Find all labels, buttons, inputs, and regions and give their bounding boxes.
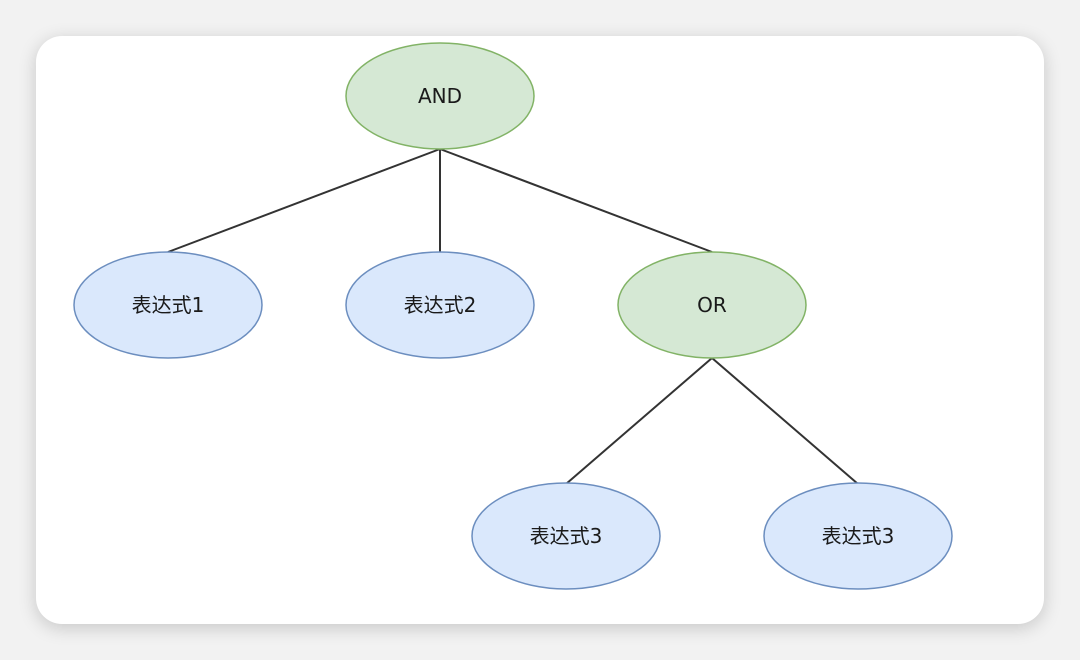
node-expr3a-shape xyxy=(471,482,661,590)
node-expr1[interactable]: 表达式1 xyxy=(73,251,263,359)
node-expr1-label: 表达式1 xyxy=(132,293,205,317)
edge-and-or xyxy=(439,148,713,253)
node-expr1-shape xyxy=(73,251,263,359)
edge-or-expr3b xyxy=(711,357,859,485)
node-expr2-label: 表达式2 xyxy=(404,293,477,317)
node-and-shape xyxy=(345,42,535,150)
node-and-label: AND xyxy=(418,84,462,108)
node-expr3b-shape xyxy=(763,482,953,590)
node-expr2-shape xyxy=(345,251,535,359)
node-expr3b[interactable]: 表达式3 xyxy=(763,482,953,590)
node-expr3b-label: 表达式3 xyxy=(822,524,895,548)
node-expr2[interactable]: 表达式2 xyxy=(345,251,535,359)
node-and[interactable]: AND xyxy=(345,42,535,150)
node-expr3a[interactable]: 表达式3 xyxy=(471,482,661,590)
edges xyxy=(167,148,859,485)
edge-or-expr3a xyxy=(565,357,713,485)
node-or-shape xyxy=(617,251,807,359)
edge-and-expr1 xyxy=(167,148,441,253)
node-or-label: OR xyxy=(697,293,727,317)
node-expr3a-label: 表达式3 xyxy=(530,524,603,548)
node-or[interactable]: OR xyxy=(617,251,807,359)
